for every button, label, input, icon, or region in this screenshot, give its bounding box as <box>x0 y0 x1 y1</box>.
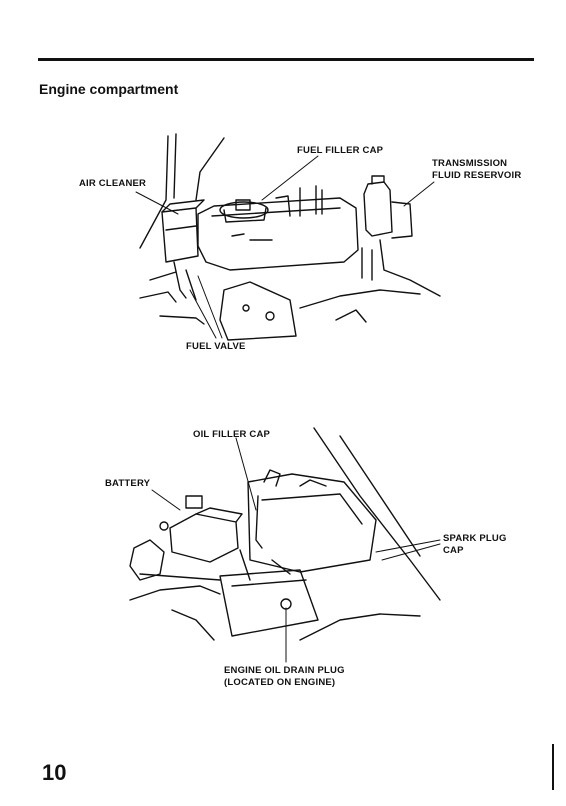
air-cleaner-label: AIR CLEANER <box>79 178 147 189</box>
fuel-filler-cap-label: FUEL FILLER CAP <box>297 145 384 156</box>
drain-plug-label-line2: (LOCATED ON ENGINE) <box>224 677 336 688</box>
transmission-label-line1: TRANSMISSION <box>432 158 508 169</box>
drain-plug-label-line1: ENGINE OIL DRAIN PLUG <box>224 665 345 676</box>
section-heading: Engine compartment <box>39 81 179 97</box>
battery-label: BATTERY <box>105 478 151 489</box>
fuel-valve-label: FUEL VALVE <box>186 341 246 352</box>
spark-plug-cap-label-line2: CAP <box>443 545 464 556</box>
spark-plug-cap-label-line1: SPARK PLUG <box>443 533 507 544</box>
transmission-label-line2: FLUID RESERVOIR <box>432 170 522 181</box>
page-edge-mark <box>552 744 554 790</box>
page-number: 10 <box>42 760 67 785</box>
oil-filler-cap-label: OIL FILLER CAP <box>193 429 271 440</box>
header-rule <box>38 58 534 61</box>
